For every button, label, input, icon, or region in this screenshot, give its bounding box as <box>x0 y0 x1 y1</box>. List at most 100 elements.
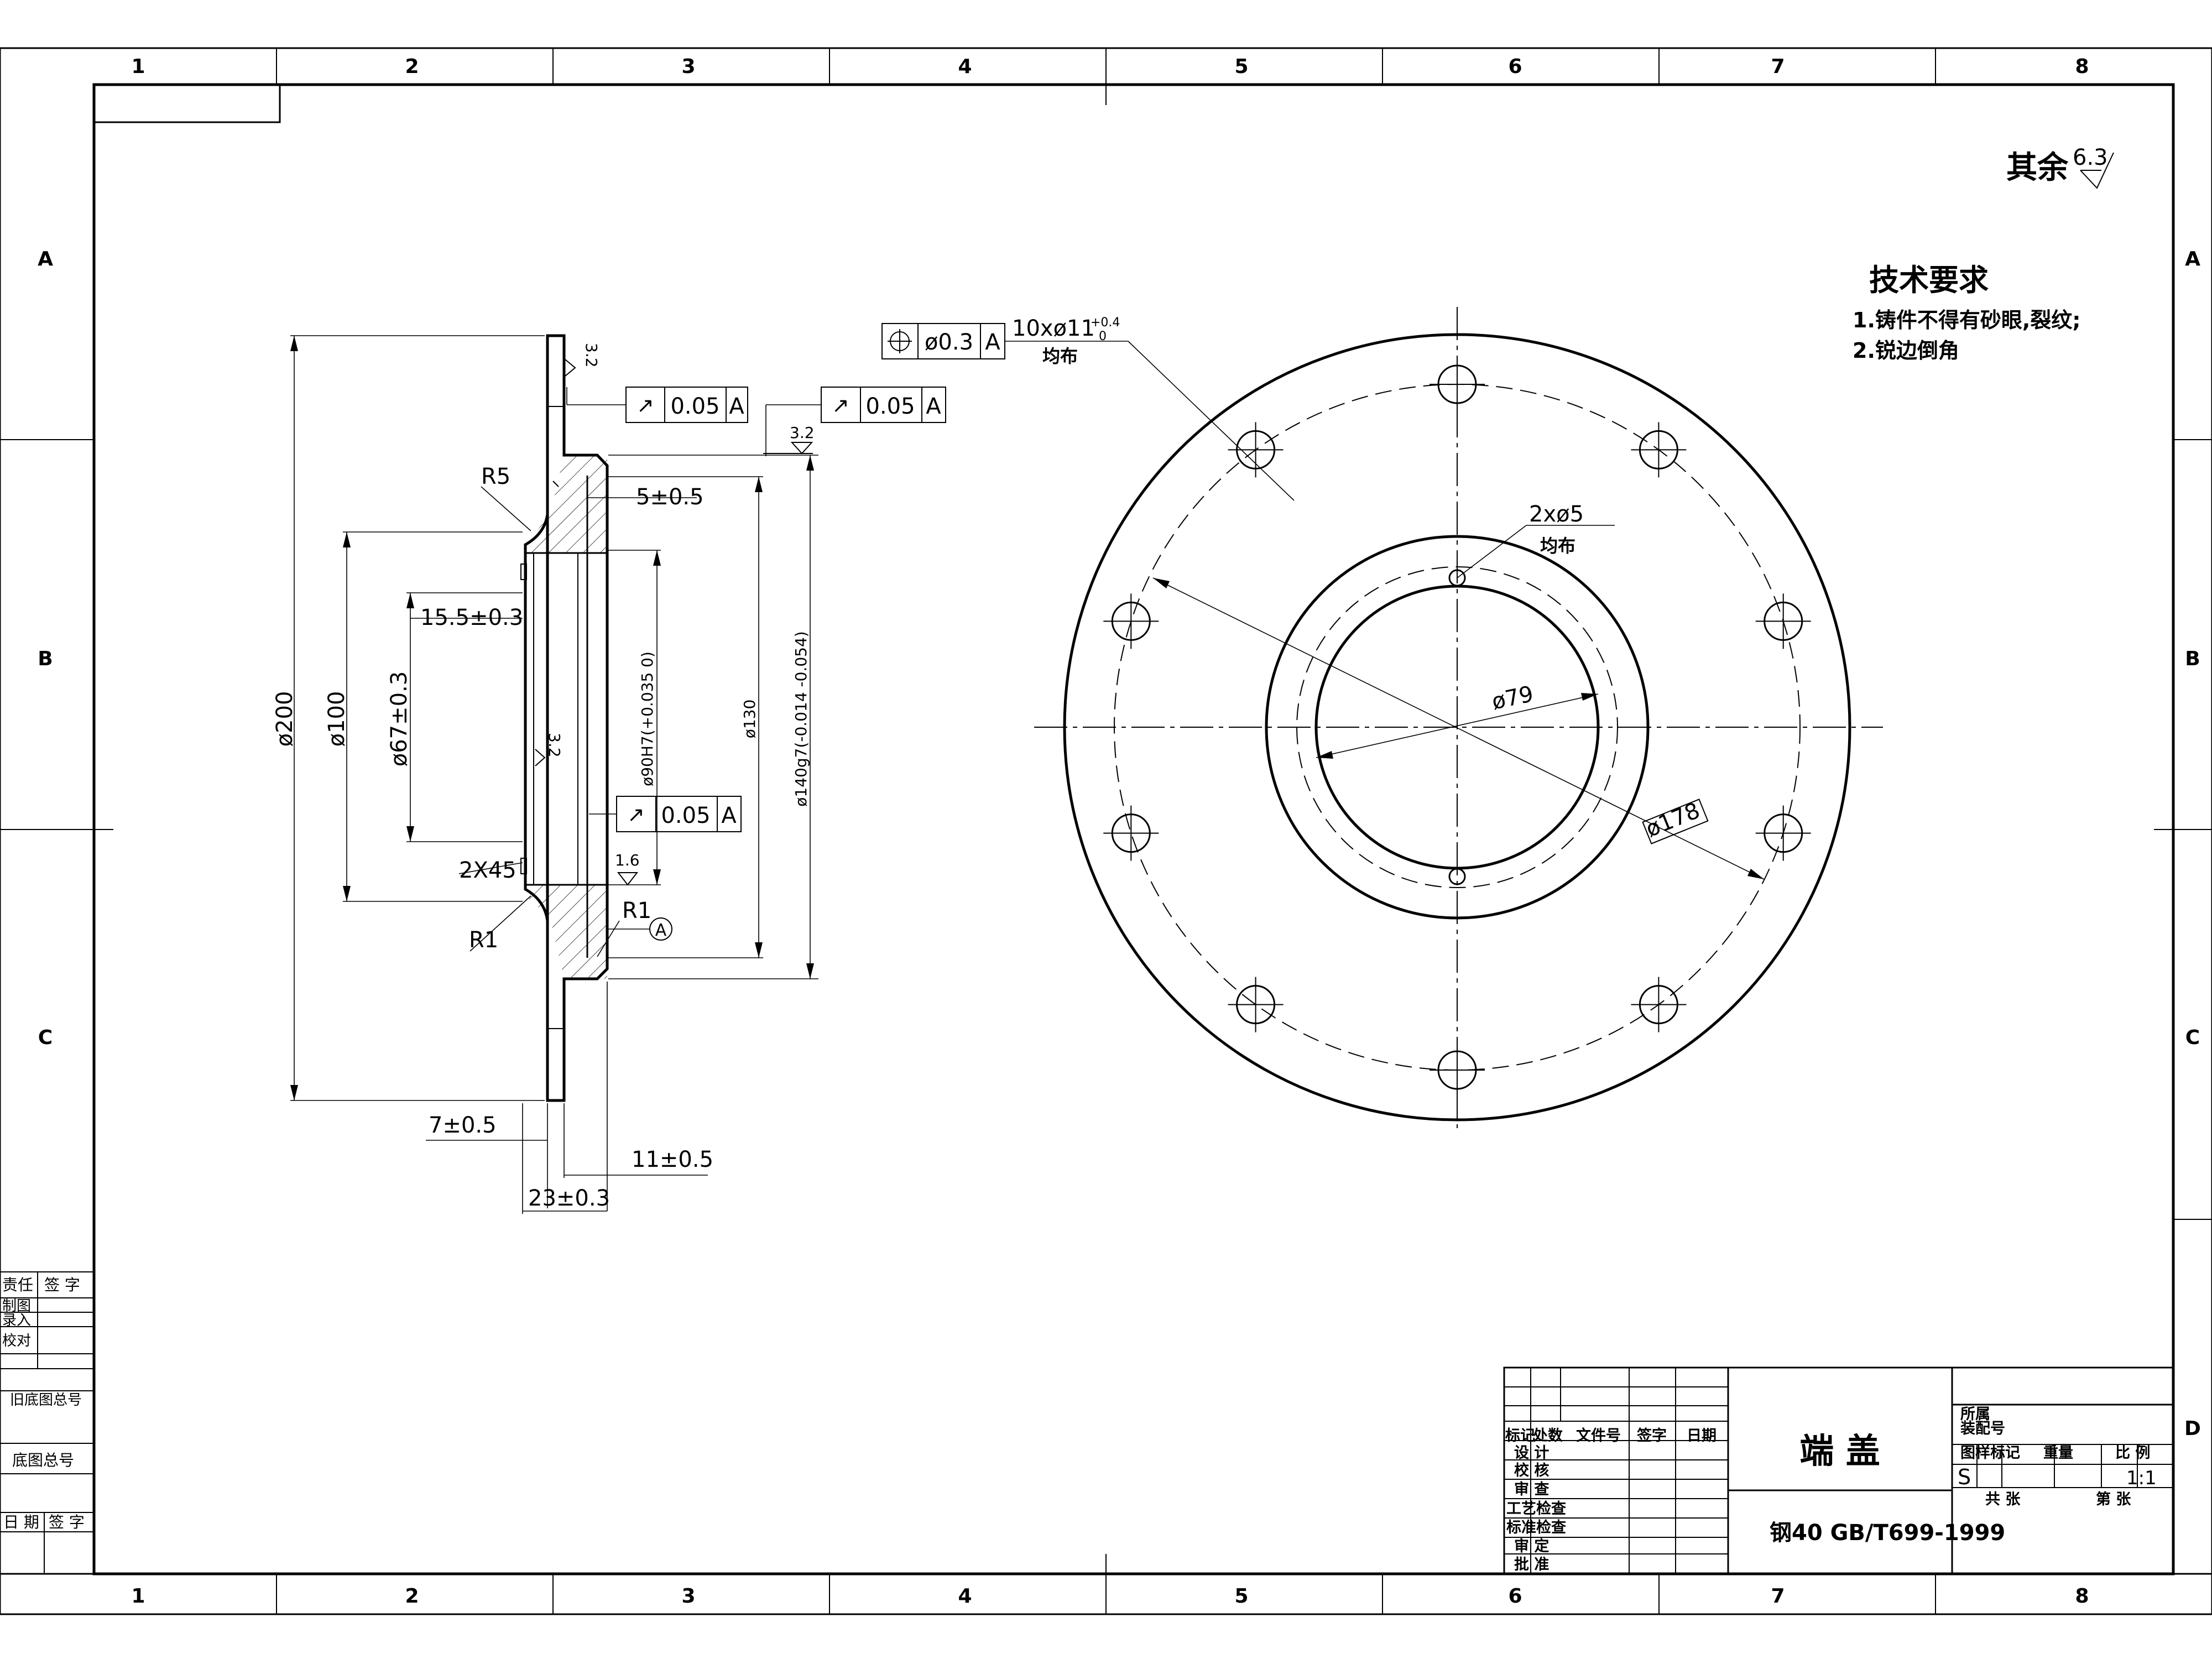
dim-r1-right: R1 <box>622 898 651 924</box>
zone-col-7-top: 7 <box>1771 55 1785 78</box>
tb-header-date: 日期 <box>1687 1427 1717 1444</box>
dim-chamfer: 2X45 <box>459 858 517 883</box>
tech-requirements-title: 技术要求 <box>1869 263 1989 298</box>
holes-tol-upper: +0.4 <box>1091 316 1120 330</box>
zone-col-7-bottom: 7 <box>1771 1585 1785 1608</box>
dim-23: 23±0.3 <box>528 1186 610 1211</box>
datum-a-label: A <box>655 921 667 940</box>
zone-row-b-right: B <box>2185 648 2200 670</box>
dim-d140: ø140g7(-0.014 -0.054) <box>792 631 810 806</box>
tb-role-check: 校 核 <box>1514 1462 1549 1479</box>
runout-datum-2: A <box>926 394 941 419</box>
tb-role-design: 设 计 <box>1514 1444 1549 1462</box>
zone-col-6-bottom: 6 <box>1508 1585 1522 1608</box>
runout-icon: ↗ <box>637 393 654 418</box>
runout-datum-1: A <box>729 394 744 419</box>
roughness-bore: 1.6 <box>615 851 640 869</box>
roughness-other-value: 6.3 <box>2073 145 2108 170</box>
zone-row-a-right: A <box>2185 248 2200 270</box>
zone-row-a-left: A <box>38 248 53 270</box>
dim-d90: ø90H7(+0.035 0) <box>638 651 656 786</box>
runout-value-3: 0.05 <box>661 803 710 828</box>
zone-col-3-top: 3 <box>681 55 695 78</box>
left-date: 日 期 <box>3 1513 39 1531</box>
left-block: 责任 签 字 制图 录入 校对 旧底图总号 底图总号 日 期 签 字 <box>0 1271 95 1574</box>
left-row-check: 校对 <box>2 1333 31 1349</box>
old-base-number: 旧底图总号 <box>10 1392 82 1408</box>
dim-r5: R5 <box>481 464 510 489</box>
zone-col-5-bottom: 5 <box>1234 1585 1248 1608</box>
sample-value: S <box>1958 1465 1971 1489</box>
left-row-responsible: 责任 <box>2 1276 33 1294</box>
zone-col-6-top: 6 <box>1508 55 1522 78</box>
zone-col-1-top: 1 <box>131 55 145 78</box>
tech-requirements: 技术要求 1.铸件不得有砂眼,裂纹; 2.锐边倒角 <box>1853 263 2081 363</box>
assembly-label: 所属 <box>1960 1406 1990 1423</box>
dim-15-5: 15.5±0.3 <box>420 605 523 630</box>
roughness-other-label: 其余 <box>2006 150 2069 186</box>
total-sheets: 共 张 <box>1985 1491 2021 1508</box>
tb-role-approve: 批 准 <box>1514 1556 1549 1573</box>
sample-mark-label: 图样标记 <box>1960 1444 2020 1462</box>
zone-col-4-top: 4 <box>958 55 972 78</box>
dim-d130: ø130 <box>740 700 759 739</box>
material: 钢40 GB/T699-1999 <box>1770 1520 2005 1546</box>
part-name: 端 盖 <box>1799 1431 1880 1471</box>
runout-value-2: 0.05 <box>865 394 915 419</box>
holes-even: 均布 <box>1042 346 1078 367</box>
zone-col-8-bottom: 8 <box>2075 1585 2089 1608</box>
bolt-holes <box>1103 357 1811 1098</box>
dim-d100: ø100 <box>324 691 349 747</box>
general-roughness: 其余 6.3 <box>2006 145 2114 189</box>
zone-col-8-top: 8 <box>2075 55 2089 78</box>
roughness-symbol-icon <box>2080 152 2114 189</box>
small-hole-top <box>1448 569 1466 587</box>
tb-role-process: 工艺检查 <box>1506 1500 1566 1517</box>
zone-row-b-left: B <box>38 648 53 670</box>
roughness-flange: 3.2 <box>790 424 815 442</box>
front-view: ø178 ø79 2xø5 均布 ø0.3 A 10xø11 +0.4 0 均布 <box>881 307 1883 1128</box>
zone-row-d-right: D <box>2184 1417 2201 1440</box>
roughness-top: 3.2 <box>582 343 601 368</box>
zone-col-3-bottom: 3 <box>681 1585 695 1608</box>
tb-header-sign: 签字 <box>1637 1427 1667 1444</box>
left-sign: 签 字 <box>49 1513 85 1531</box>
dim-r1-left: R1 <box>469 927 498 953</box>
dim-7: 7±0.5 <box>429 1113 497 1138</box>
small-holes-even: 均布 <box>1540 535 1575 556</box>
dim-11: 11±0.5 <box>632 1147 713 1172</box>
tb-role-standard: 标准检查 <box>1506 1519 1566 1536</box>
runout-value-1: 0.05 <box>670 394 719 419</box>
zone-col-4-bottom: 4 <box>958 1585 972 1608</box>
scale-value: 1:1 <box>2126 1467 2157 1489</box>
small-hole-bottom <box>1448 868 1466 885</box>
spigot-circle <box>1265 535 1650 920</box>
position-datum: A <box>985 330 1000 355</box>
tech-requirement-1: 1.铸件不得有砂眼,裂纹; <box>1853 308 2081 332</box>
small-holes-note: 2xø5 <box>1529 502 1584 527</box>
base-number: 底图总号 <box>12 1451 74 1469</box>
runout-frame-3: ↗ 0.05 A <box>589 796 742 832</box>
zone-row-c-right: C <box>2185 1026 2200 1049</box>
zone-col-5-top: 5 <box>1234 55 1248 78</box>
dim-d67: ø67±0.3 <box>387 671 412 767</box>
runout-datum-3: A <box>721 803 737 828</box>
dim-d178: ø178 <box>1642 798 1704 842</box>
small-hole-circle <box>1296 566 1618 888</box>
holes-tol-lower: 0 <box>1099 330 1107 343</box>
zone-labels: 1 2 3 4 5 6 7 8 1 2 3 4 5 6 7 8 A B C A … <box>38 55 2201 1608</box>
runout-icon: ↗ <box>627 802 645 827</box>
title-block: 标记 处数 文件号 签字 日期 设 计 校 核 审 查 工艺检查 标准检查 审 … <box>1503 1366 2174 1575</box>
zone-col-2-bottom: 2 <box>405 1585 419 1608</box>
tb-role-approve-set: 审 定 <box>1514 1537 1549 1555</box>
flange-outer-circle <box>1063 333 1851 1121</box>
tb-role-review: 审 查 <box>1514 1480 1549 1498</box>
tb-header-mark: 标记 <box>1505 1427 1535 1444</box>
zone-row-c-left: C <box>38 1026 53 1049</box>
dim-5: 5±0.5 <box>636 484 704 510</box>
roughness-mid: 3.2 <box>545 733 564 758</box>
zone-col-2-top: 2 <box>405 55 419 78</box>
left-row-drawing: 制图 <box>2 1298 31 1314</box>
scale-label: 比 例 <box>2115 1444 2150 1462</box>
